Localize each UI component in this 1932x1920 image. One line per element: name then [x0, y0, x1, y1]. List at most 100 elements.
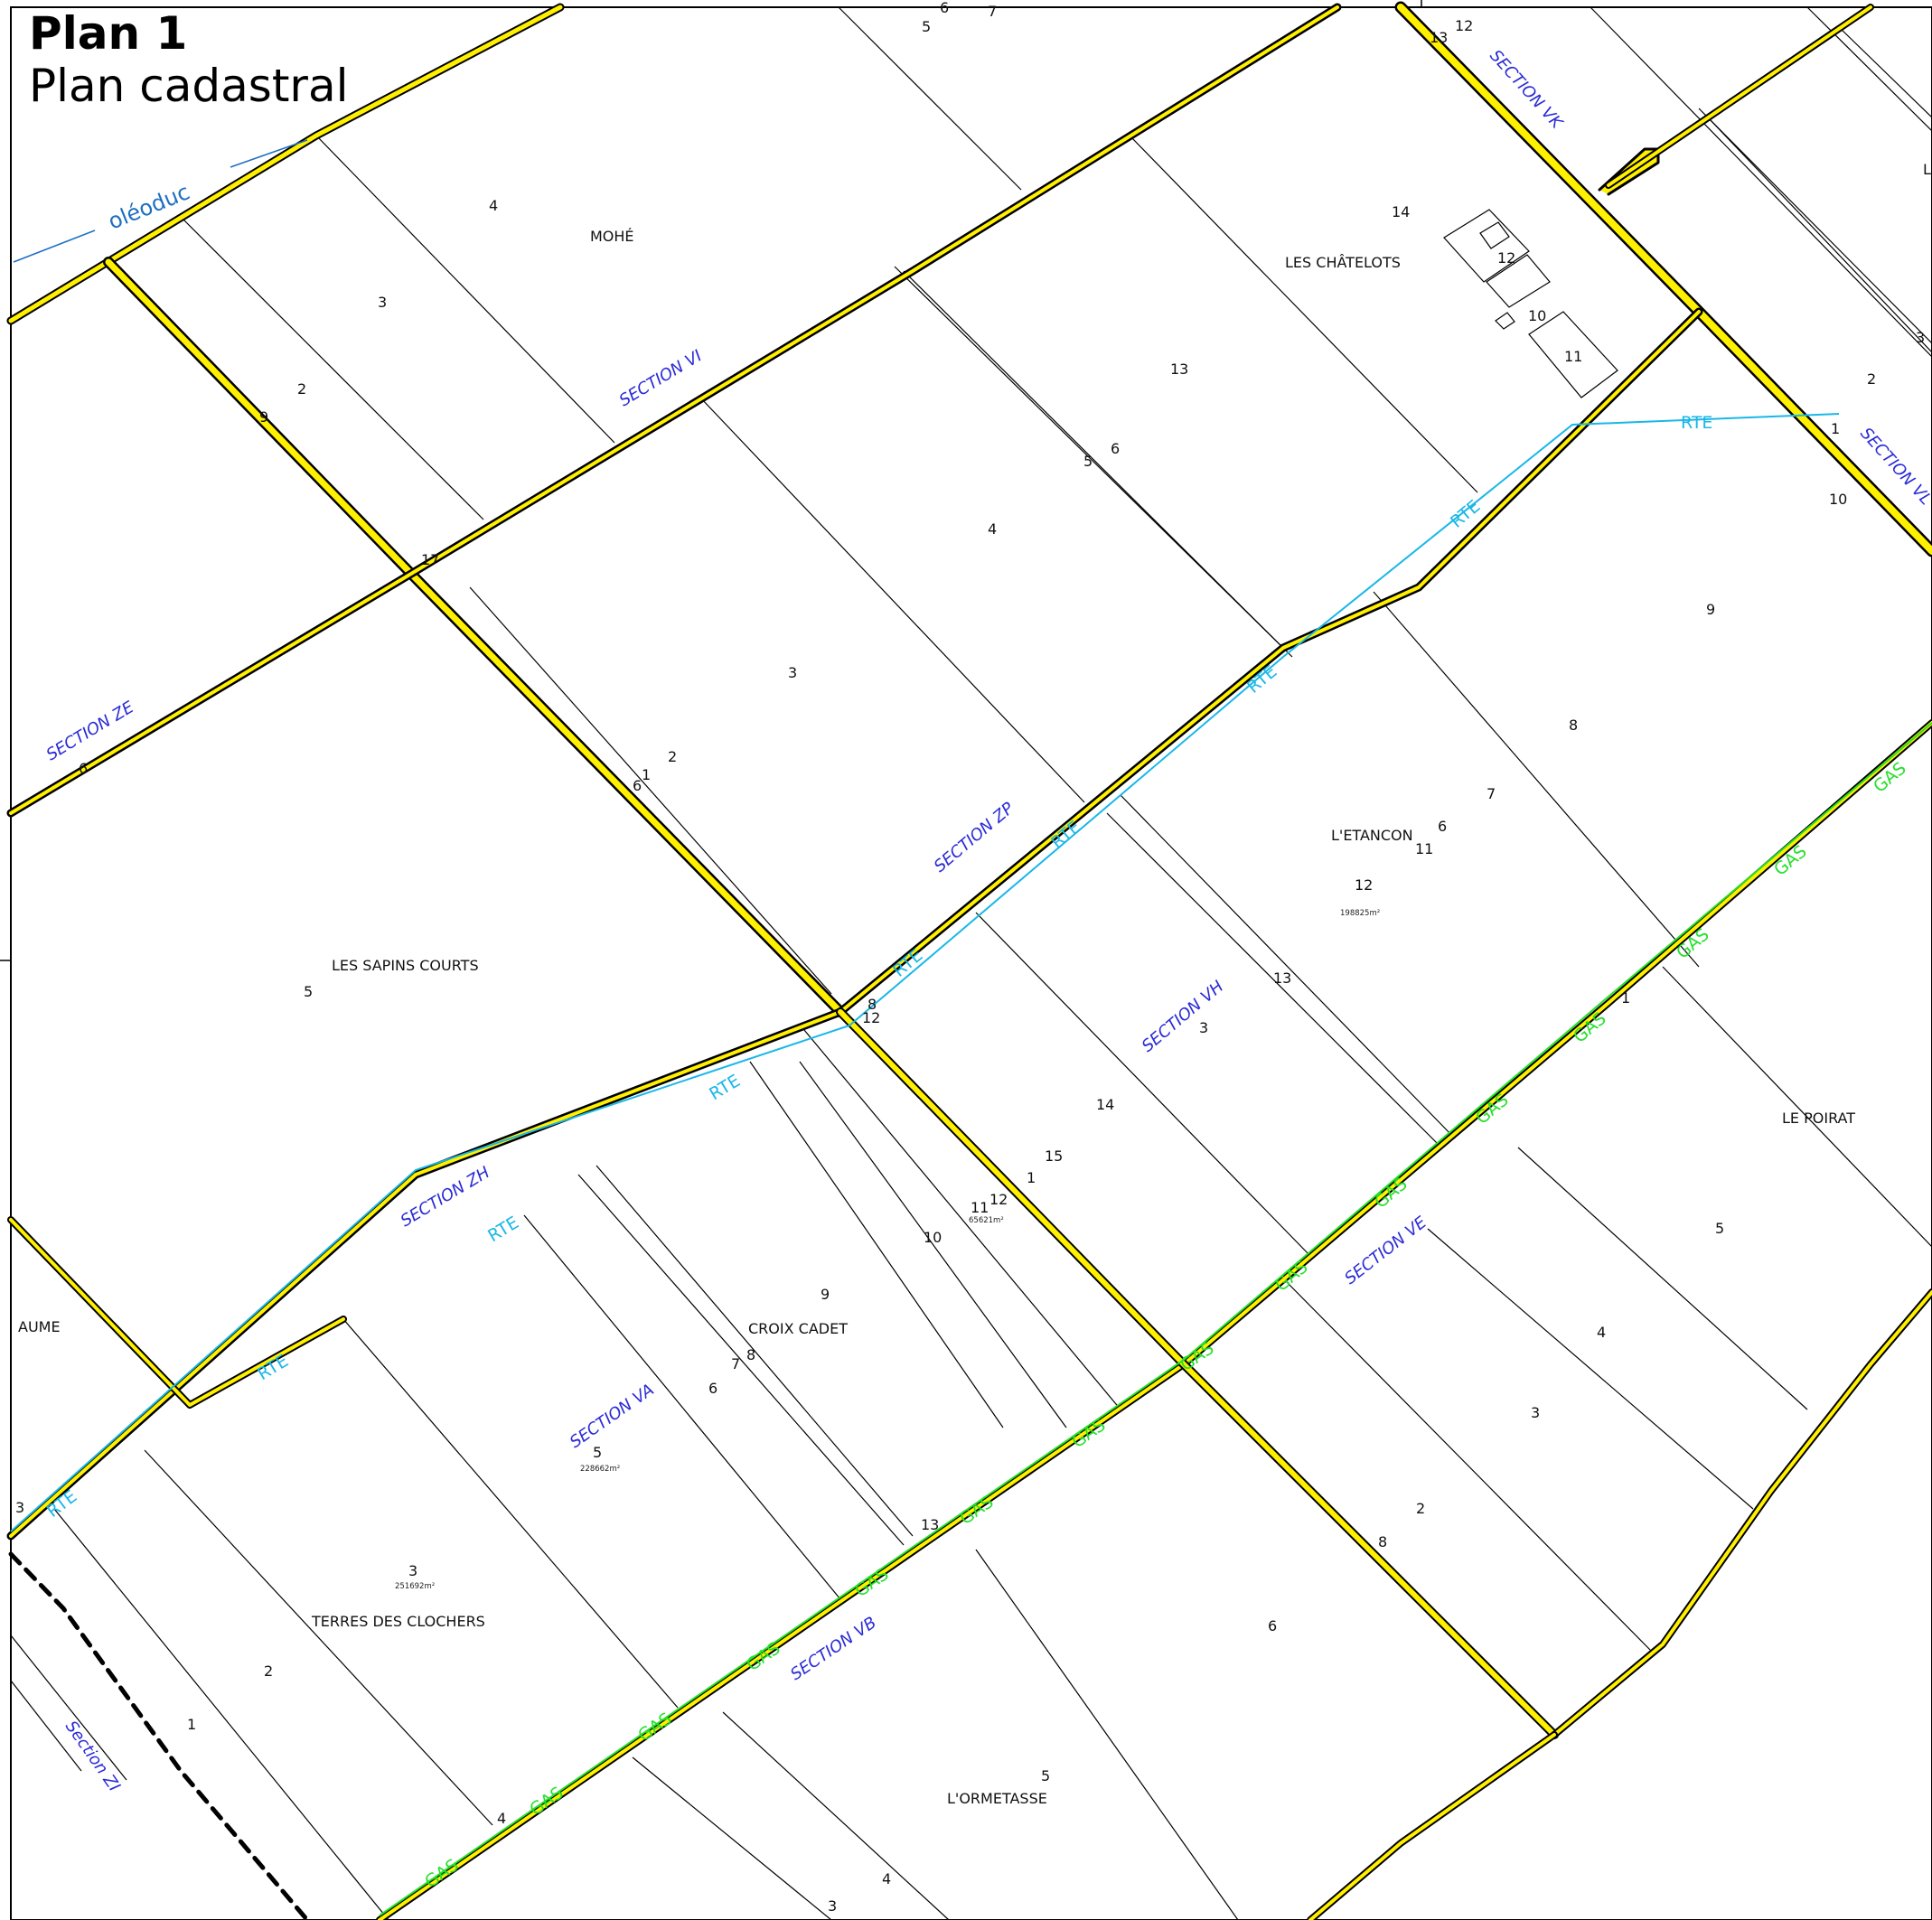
parcel-number: 7 — [1487, 785, 1496, 802]
parcel-number: 4 — [489, 197, 498, 214]
section-label: SECTION VA — [567, 1381, 658, 1452]
parcel-number: 2 — [1416, 1500, 1425, 1517]
parcel-number: 2 — [668, 748, 677, 765]
parcel-number: 6 — [1438, 818, 1447, 835]
gas-label: GAS — [1870, 758, 1910, 796]
parcel-number: 4 — [497, 1810, 506, 1827]
rte-label: RTE — [706, 1071, 744, 1104]
parcel-number: 13 — [921, 1516, 939, 1533]
parcel-number: 10 — [1829, 491, 1847, 508]
rte-label: RTE — [1047, 817, 1084, 853]
map-frame — [10, 6, 1932, 1920]
parcel-number: 8 — [1378, 1533, 1387, 1550]
parcel-number: 7 — [988, 3, 997, 20]
parcel-number: 8 — [746, 1346, 755, 1363]
parcel-number: 12 — [862, 1009, 880, 1026]
parcel-number: 3 — [828, 1897, 837, 1915]
place-name: CROIX CADET — [748, 1320, 848, 1337]
parcel-number: 12 — [1455, 17, 1473, 34]
parcel-number: 1 — [642, 766, 651, 783]
roads — [6, 1, 1932, 1920]
section-label: SECTION ZE — [43, 698, 138, 764]
parcel-number: 4 — [882, 1870, 891, 1887]
rte-label: RTE — [484, 1213, 522, 1246]
parcel-number: 6 — [79, 760, 88, 777]
place-name: MOHÉ — [590, 228, 634, 245]
rte-label: RTE — [43, 1486, 81, 1522]
area-label: 65621m² — [969, 1216, 1004, 1225]
section-label: Section ZI — [61, 1718, 124, 1795]
parcel-number: 13 — [1273, 969, 1291, 987]
parcel-number: 4 — [988, 520, 997, 538]
parcel-number: 1 — [1621, 989, 1630, 1007]
area-labels: 198825m² 65621m² 228662m² 251692m² — [395, 909, 1380, 1591]
section-label: SECTION VL — [1856, 424, 1932, 509]
rte-label: RTE — [1681, 413, 1712, 433]
parcel-number: 9 — [1706, 601, 1715, 618]
place-name: LES CHÂTELOTS — [1285, 254, 1401, 271]
parcel-number: 8 — [868, 996, 877, 1013]
parcel-number: 2 — [1867, 370, 1876, 388]
section-label: SECTION ZP — [931, 799, 1018, 876]
parcel-number: 3 — [788, 664, 797, 681]
parcel-number: 7 — [731, 1355, 740, 1372]
parcel-number: 6 — [1268, 1617, 1277, 1634]
area-label: 198825m² — [1340, 909, 1380, 918]
parcel-numbers: 5 6 7 12 13 4 3 2 9 17 14 12 10 11 13 6 … — [15, 0, 1925, 1915]
section-label: SECTION VE — [1341, 1213, 1430, 1288]
parcel-number: 12 — [1355, 876, 1373, 894]
parcel-number: 5 — [593, 1444, 602, 1461]
parcel-number: 17 — [421, 551, 439, 568]
parcel-number: 5 — [1715, 1220, 1724, 1237]
parcel-number: 6 — [1111, 440, 1120, 457]
parcel-number: 6 — [940, 0, 949, 16]
rte-labels: RTE RTE RTE RTE RTE RTE RTE RTE RTE — [43, 413, 1713, 1522]
gas-labels: GAS GAS GAS GAS GAS GAS GAS GAS GAS GAS … — [421, 758, 1909, 1892]
parcel-number: 6 — [708, 1380, 717, 1397]
section-labels: SECTION VK SECTION VI SECTION ZE SECTION… — [43, 46, 1932, 1795]
parcel-number: 10 — [1528, 307, 1546, 324]
parcel-boundaries — [10, 6, 1932, 1920]
parcel-number: 3 — [1199, 1019, 1208, 1036]
parcel-number: 5 — [922, 18, 931, 35]
parcel-number: 14 — [1392, 203, 1410, 220]
area-label: 251692m² — [395, 1582, 435, 1591]
place-names: MOHÉ LES CHÂTELOTS LES SAPINS COURTS L'E… — [18, 161, 1931, 1807]
rte-line — [10, 413, 1840, 1532]
place-name: TERRES DES CLOCHERS — [311, 1613, 485, 1630]
oleoduc-line — [13, 139, 308, 263]
parcel-number: 9 — [259, 408, 268, 426]
parcel-number: 5 — [1041, 1767, 1050, 1784]
place-name: L'ETANCON — [1331, 827, 1413, 844]
oleoduc-label: oléoduc — [105, 179, 193, 234]
buildings — [1443, 209, 1618, 398]
gas-label: GAS — [1570, 1008, 1610, 1046]
parcel-number: 5 — [1083, 453, 1093, 470]
parcel-number: 1 — [187, 1716, 196, 1733]
parcel-number: 2 — [297, 380, 306, 398]
place-name: LE POIRAT — [1782, 1110, 1855, 1127]
place-name: L — [1923, 161, 1931, 178]
parcel-number: 6 — [633, 777, 642, 794]
parcel-number: 13 — [1170, 361, 1188, 378]
parcel-number: 14 — [1096, 1096, 1114, 1113]
parcel-number: 4 — [1597, 1324, 1606, 1341]
place-name: L'ORMETASSE — [947, 1790, 1047, 1807]
rte-label: RTE — [1243, 661, 1280, 698]
parcel-number: 11 — [1564, 348, 1582, 365]
place-name: LES SAPINS COURTS — [332, 957, 479, 974]
area-label: 228662m² — [580, 1465, 620, 1474]
parcel-number: 3 — [408, 1562, 417, 1579]
parcel-number: 12 — [1497, 249, 1515, 267]
parcel-number: 3 — [1531, 1404, 1540, 1421]
gas-label: GAS — [1770, 841, 1811, 879]
rte-label: RTE — [254, 1351, 292, 1384]
gas-label: GAS — [1673, 924, 1713, 962]
section-label: SECTION VH — [1139, 977, 1228, 1056]
parcel-number: 13 — [1430, 29, 1448, 46]
parcel-number: 1 — [1831, 420, 1840, 437]
parcel-number: 9 — [821, 1286, 830, 1303]
parcel-number: 3 — [378, 294, 387, 311]
parcel-number: 12 — [989, 1191, 1008, 1208]
